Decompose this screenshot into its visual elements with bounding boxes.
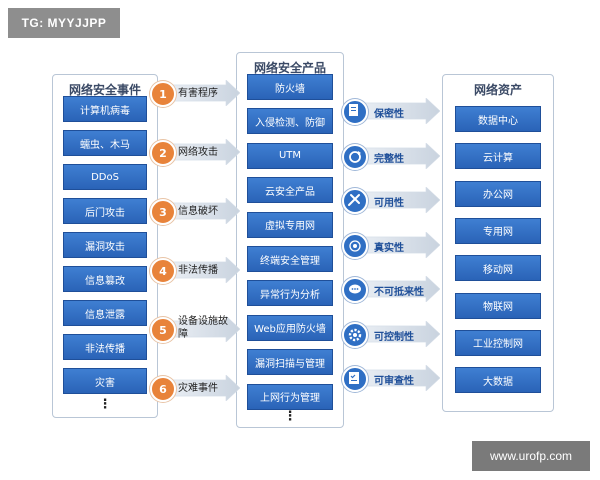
threat-number-badge: 4 <box>150 258 176 284</box>
asset-item: 移动网 <box>455 255 541 282</box>
events-title: 网络安全事件 <box>68 83 141 97</box>
product-item: 漏洞扫描与管理 <box>247 349 333 376</box>
threat-number-badge: 5 <box>150 317 176 343</box>
product-item: 上网行为管理 <box>247 383 333 410</box>
threat-label: 有害程序 <box>178 88 218 99</box>
threat-number-badge: 1 <box>150 81 176 107</box>
threat-label: 网络攻击 <box>178 147 218 158</box>
event-item: 漏洞攻击 <box>63 232 147 258</box>
product-item: UTM <box>247 142 333 169</box>
event-item: 非法传播 <box>63 334 147 360</box>
checklist-icon <box>342 366 368 392</box>
document-lock-icon <box>342 99 368 125</box>
event-item: 信息篡改 <box>63 266 147 292</box>
asset-item: 物联网 <box>455 292 541 319</box>
asset-item: 云计算 <box>455 143 541 170</box>
event-item: 灾害 <box>63 368 147 394</box>
watermark: www.urofp.com <box>472 441 590 471</box>
asset-item: 数据中心 <box>455 106 541 132</box>
property-label: 完整性 <box>374 153 404 165</box>
product-item: 虚拟专用网 <box>247 211 333 238</box>
tools-icon <box>342 188 368 214</box>
gear-icon <box>342 321 368 348</box>
asset-item: 办公网 <box>455 180 541 207</box>
asset-item: 专用网 <box>455 217 541 244</box>
products-title: 网络安全产品 <box>253 61 326 75</box>
property-label: 不可抵来性 <box>374 287 424 298</box>
chat-icon <box>342 277 368 303</box>
property-label: 可用性 <box>374 198 404 209</box>
product-item: 防火墙 <box>247 74 333 100</box>
products-more-ellipsis: ⋮ <box>283 409 297 424</box>
event-item: 计算机病毒 <box>63 96 147 122</box>
threat-number-badge: 3 <box>150 199 176 225</box>
property-label: 可控制性 <box>374 331 414 343</box>
event-item: 蠕虫、木马 <box>63 130 147 156</box>
product-item: 入侵检测、防御 <box>247 108 333 135</box>
threat-label: 设备设施故障 <box>178 316 228 340</box>
signal-icon <box>342 232 368 259</box>
product-item: 云安全产品 <box>247 177 333 204</box>
assets-title: 网络资产 <box>473 83 522 97</box>
events-more-ellipsis: ⋮ <box>98 397 112 412</box>
product-item: 终端安全管理 <box>247 246 333 272</box>
asset-item: 工业控制网 <box>455 329 541 356</box>
property-label: 可审查性 <box>374 376 414 387</box>
asset-item: 大数据 <box>455 367 541 394</box>
threat-label: 灾难事件 <box>178 383 218 394</box>
event-item: DDoS <box>63 164 147 190</box>
threat-label: 信息破坏 <box>178 206 218 217</box>
event-item: 信息泄露 <box>63 300 147 326</box>
product-item: Web应用防火墙 <box>247 314 333 341</box>
threat-number-badge: 6 <box>150 376 176 402</box>
event-item: 后门攻击 <box>63 198 147 224</box>
threat-label: 非法传播 <box>178 265 218 276</box>
property-label: 真实性 <box>374 242 404 254</box>
product-item: 异常行为分析 <box>247 280 333 307</box>
property-label: 保密性 <box>374 109 404 120</box>
threat-number-badge: 2 <box>150 140 176 166</box>
tg-tag: TG: MYYJJPP <box>8 8 120 38</box>
sync-icon <box>342 143 368 170</box>
